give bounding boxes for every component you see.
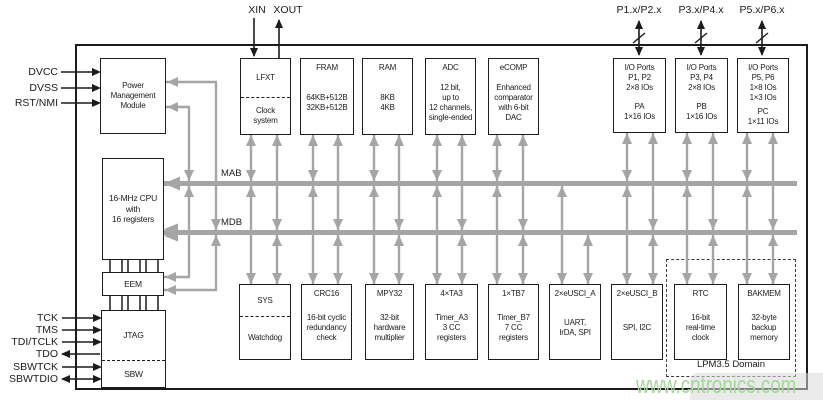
block-clock-system-label: Clock system [241,97,290,134]
pin-label-tdo: TDO [35,348,58,360]
block-watchdog-label: Watchdog [240,316,290,359]
pin-label-p5x-p6x: P5.x/P6.x [739,4,785,16]
block-ecomp-desc: Enhanced comparator with 6-bit DAC [494,82,533,122]
watermark-background [690,373,823,400]
block-mpy32-title: MPY32 [376,289,403,298]
block-crc16: CRC16 16-bit cyclic redundancy check [301,284,352,360]
pin-label-xout: XOUT [273,4,303,16]
block-lfxt-title: LFXT [256,73,275,82]
block-ram: RAM 8KB 4KB [362,58,413,135]
pin-label-tms: TMS [35,324,58,336]
block-adc-title: ADC [442,63,459,72]
block-eusci-b: 2×eUSCI_B SPI, I2C [611,284,663,360]
block-io-ports-pb-label: PB 1×16 IOs [685,101,718,121]
pin-label-xin: XIN [248,4,266,16]
block-ram-size: 8KB 4KB [380,92,395,112]
pin-label-sbwtck: SBWTCK [13,361,58,373]
pin-label-p3x-p4x: P3.x/P4.x [678,4,724,16]
block-power-management-label: Power Management Module [110,81,156,110]
block-crc16-desc: 16-bit cyclic redundancy check [306,313,347,342]
lpm35-domain-label: LPM3.5 Domain [696,359,766,370]
block-ecomp-title: eCOMP [499,63,528,72]
block-fram-title: FRAM [316,63,338,72]
block-rtc: RTC 16-bit real-time clock [674,284,727,360]
block-sbw-label: SBW [102,360,165,387]
block-io-ports-pc-label: PC 1×11 IOs [747,106,779,126]
block-io-ports-p1-p2-title: I/O Ports P1, P2 2×8 IOs [624,63,655,92]
block-rtc-desc: 16-bit real-time clock [685,313,716,342]
chip-boundary [75,44,808,390]
block-io-ports-pa-label: PA 1×16 IOs [623,101,656,121]
mab-bus [163,181,797,186]
block-lfxt-clock: LFXT Clock system [240,58,291,135]
pin-label-sbwtdio: SBWTDIO [9,373,58,385]
pin-label-p1x-p2x: P1.x/P2.x [616,4,662,16]
block-adc-desc: 12 bit, up to 12 channels, single-ended [428,82,473,122]
block-cpu-label: 16-MHz CPU with 16 registers [108,193,158,225]
block-crc16-title: CRC16 [313,289,340,298]
block-bakmem-title: BAKMEM [747,289,781,298]
mab-bus-label: MAB [221,168,242,179]
block-jtag-label: JTAG [123,330,144,341]
block-sys-title: SYS [257,295,273,305]
block-timer-b7-title: 1×TB7 [502,289,525,298]
block-timer-a3: 4×TA3 Timer_A3 3 CC registers [425,284,478,360]
block-eusci-a: 2×eUSCI_A UART, IrDA, SPI [549,284,601,360]
mdb-bus [163,230,797,235]
block-io-ports-p5-p6-title: I/O Ports P5, P6 1×8 IOs 1×3 IOs [748,63,778,102]
block-ram-title: RAM [378,63,397,72]
block-eem: EEM [102,272,164,296]
block-timer-b7: 1×TB7 Timer_B7 7 CC registers [488,284,539,360]
mdb-bus-label: MDB [221,217,243,228]
block-io-ports-p1-p2: I/O Ports P1, P2 2×8 IOs PA 1×16 IOs [613,58,666,133]
pin-label-rst-nmi: RST/NMI [14,97,58,109]
block-io-ports-p3-p4: I/O Ports P3, P4 2×8 IOs PB 1×16 IOs [675,58,728,133]
block-timer-a3-desc: Timer_A3 3 CC registers [435,313,468,342]
block-ecomp: eCOMP Enhanced comparator with 6-bit DAC [488,58,539,135]
block-eusci-b-desc: SPI, I2C [622,323,652,332]
watermark-text: www.cntronics.com [636,372,797,399]
block-io-ports-p5-p6: I/O Ports P5, P6 1×8 IOs 1×3 IOs PC 1×11… [737,58,789,133]
block-timer-b7-desc: Timer_B7 7 CC registers [497,313,530,342]
block-sys-watchdog: SYS Watchdog [239,284,291,360]
block-cpu: 16-MHz CPU with 16 registers [102,158,164,260]
block-io-ports-p3-p4-title: I/O Ports P3, P4 2×8 IOs [686,63,717,92]
block-eusci-a-desc: UART, IrDA, SPI [559,318,591,337]
block-rtc-title: RTC [692,289,709,298]
block-fram-size: 64KB+512B 32KB+512B [306,92,348,112]
block-jtag-sbw: JTAG SBW [101,310,166,388]
block-mpy32-desc: 32-bit hardware multiplier [373,313,406,342]
block-eusci-a-title: 2×eUSCI_A [554,289,596,298]
pin-label-tck: TCK [37,312,58,324]
block-adc: ADC 12 bit, up to 12 channels, single-en… [425,58,476,135]
block-bakmem-desc: 32-byte backup memory [750,313,778,342]
block-eusci-b-title: 2×eUSCI_B [616,289,658,298]
block-fram: FRAM 64KB+512B 32KB+512B [300,58,354,135]
block-power-management: Power Management Module [100,58,166,134]
block-timer-a3-title: 4×TA3 [440,289,463,298]
pin-label-dvcc: DVCC [28,66,58,78]
block-eem-label: EEM [124,278,142,289]
block-bakmem: BAKMEM 32-byte backup memory [738,284,790,360]
pin-label-dvss: DVSS [29,82,58,94]
pin-label-tdi-tclk: TDI/TCLK [11,336,58,348]
block-mpy32: MPY32 32-bit hardware multiplier [365,284,414,360]
